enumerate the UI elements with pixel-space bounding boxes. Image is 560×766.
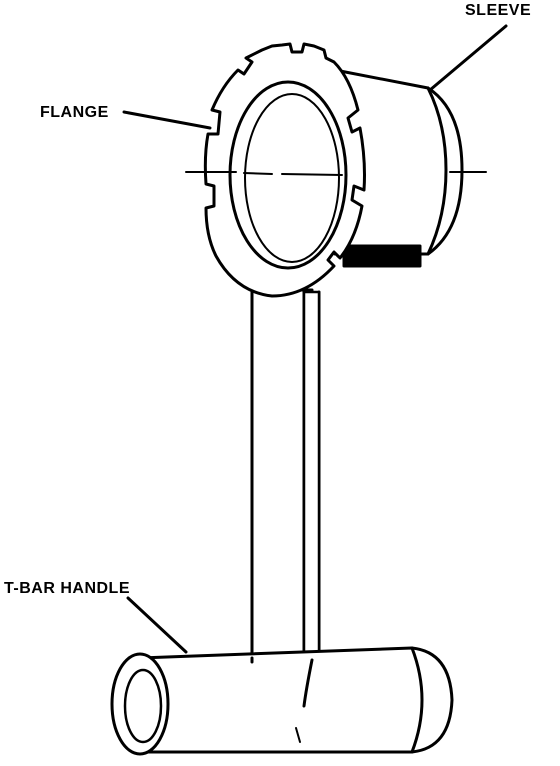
center-line: [185, 171, 487, 176]
flange-label: FLANGE: [40, 104, 109, 121]
t-bar-handle-label: T-BAR HANDLE: [4, 580, 130, 597]
sleeve-leader-line: [428, 24, 508, 92]
flange: [203, 42, 366, 298]
sleeve: [333, 68, 464, 268]
flange-leader-line: [122, 110, 212, 130]
t-bar-handle: [110, 646, 454, 756]
handle-shaft: [250, 288, 321, 708]
sleeve-label: SLEEVE: [465, 2, 531, 19]
t-bar-handle-leader-line: [126, 596, 188, 654]
